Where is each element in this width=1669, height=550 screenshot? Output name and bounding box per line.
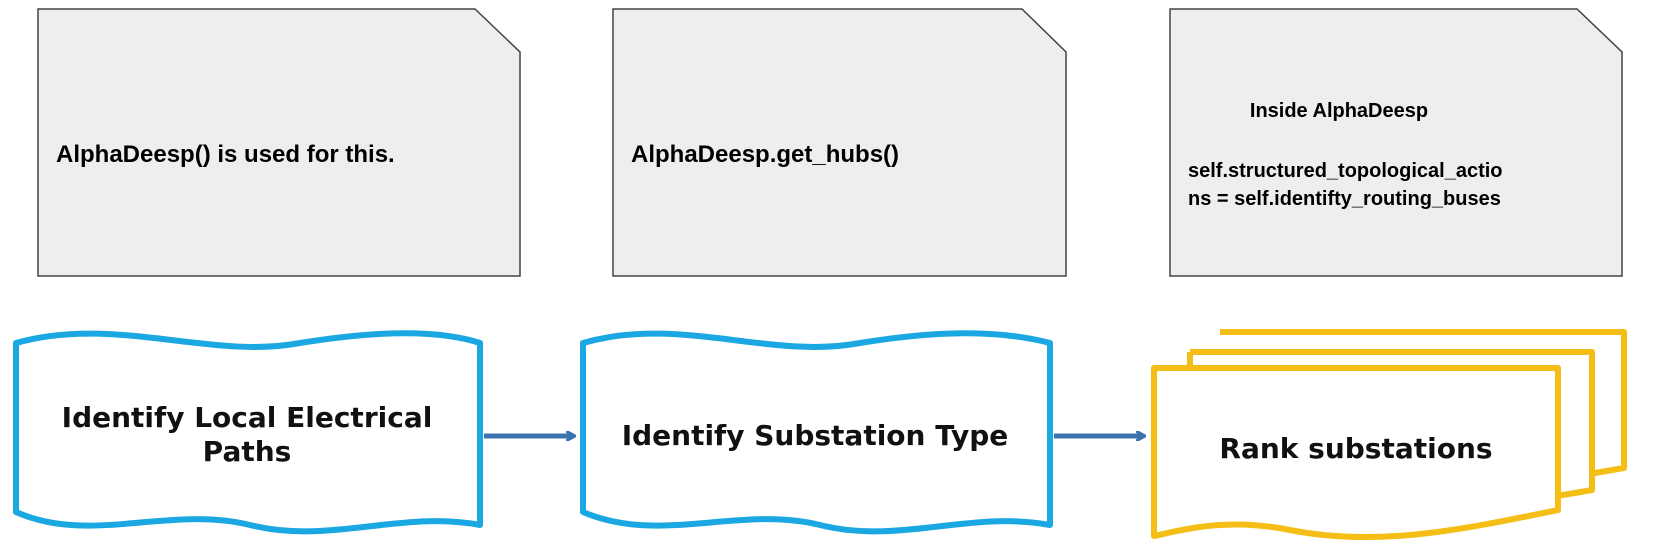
step-3-line-1: Rank substations (1219, 432, 1492, 465)
note-card-1-text: AlphaDeesp() is used for this. (56, 141, 395, 168)
note-card-3-line-1: self.structured_topological_actio (1188, 160, 1503, 182)
step-1-line-1: Identify Local Electrical (62, 401, 433, 434)
note-card-3-title: Inside AlphaDeesp (1250, 100, 1428, 122)
step-rank-substations: Rank substations (1151, 329, 1627, 541)
note-card-1-shape (37, 8, 521, 277)
step-2-line-1: Identify Substation Type (622, 419, 1009, 452)
tape-shape-1 (13, 330, 483, 535)
note-card-2-text: AlphaDeesp.get_hubs() (631, 141, 899, 168)
step-1-line-2: Paths (203, 435, 292, 468)
tape-shape-2 (580, 330, 1053, 535)
step-identify-substation-type: Identify Substation Type (580, 330, 1053, 535)
note-card-3-shape (1169, 8, 1623, 277)
note-card-1: AlphaDeesp() is used for this. (37, 8, 521, 277)
multidoc-front-page (1151, 365, 1561, 541)
note-card-2-shape (612, 8, 1067, 277)
step-identify-local-paths: Identify Local Electrical Paths (13, 330, 483, 535)
note-card-2: AlphaDeesp.get_hubs() (612, 8, 1067, 277)
note-card-3-line-2: ns = self.identifty_routing_buses (1188, 188, 1501, 210)
note-card-3: Inside AlphaDeesp self.structured_topolo… (1169, 8, 1623, 277)
